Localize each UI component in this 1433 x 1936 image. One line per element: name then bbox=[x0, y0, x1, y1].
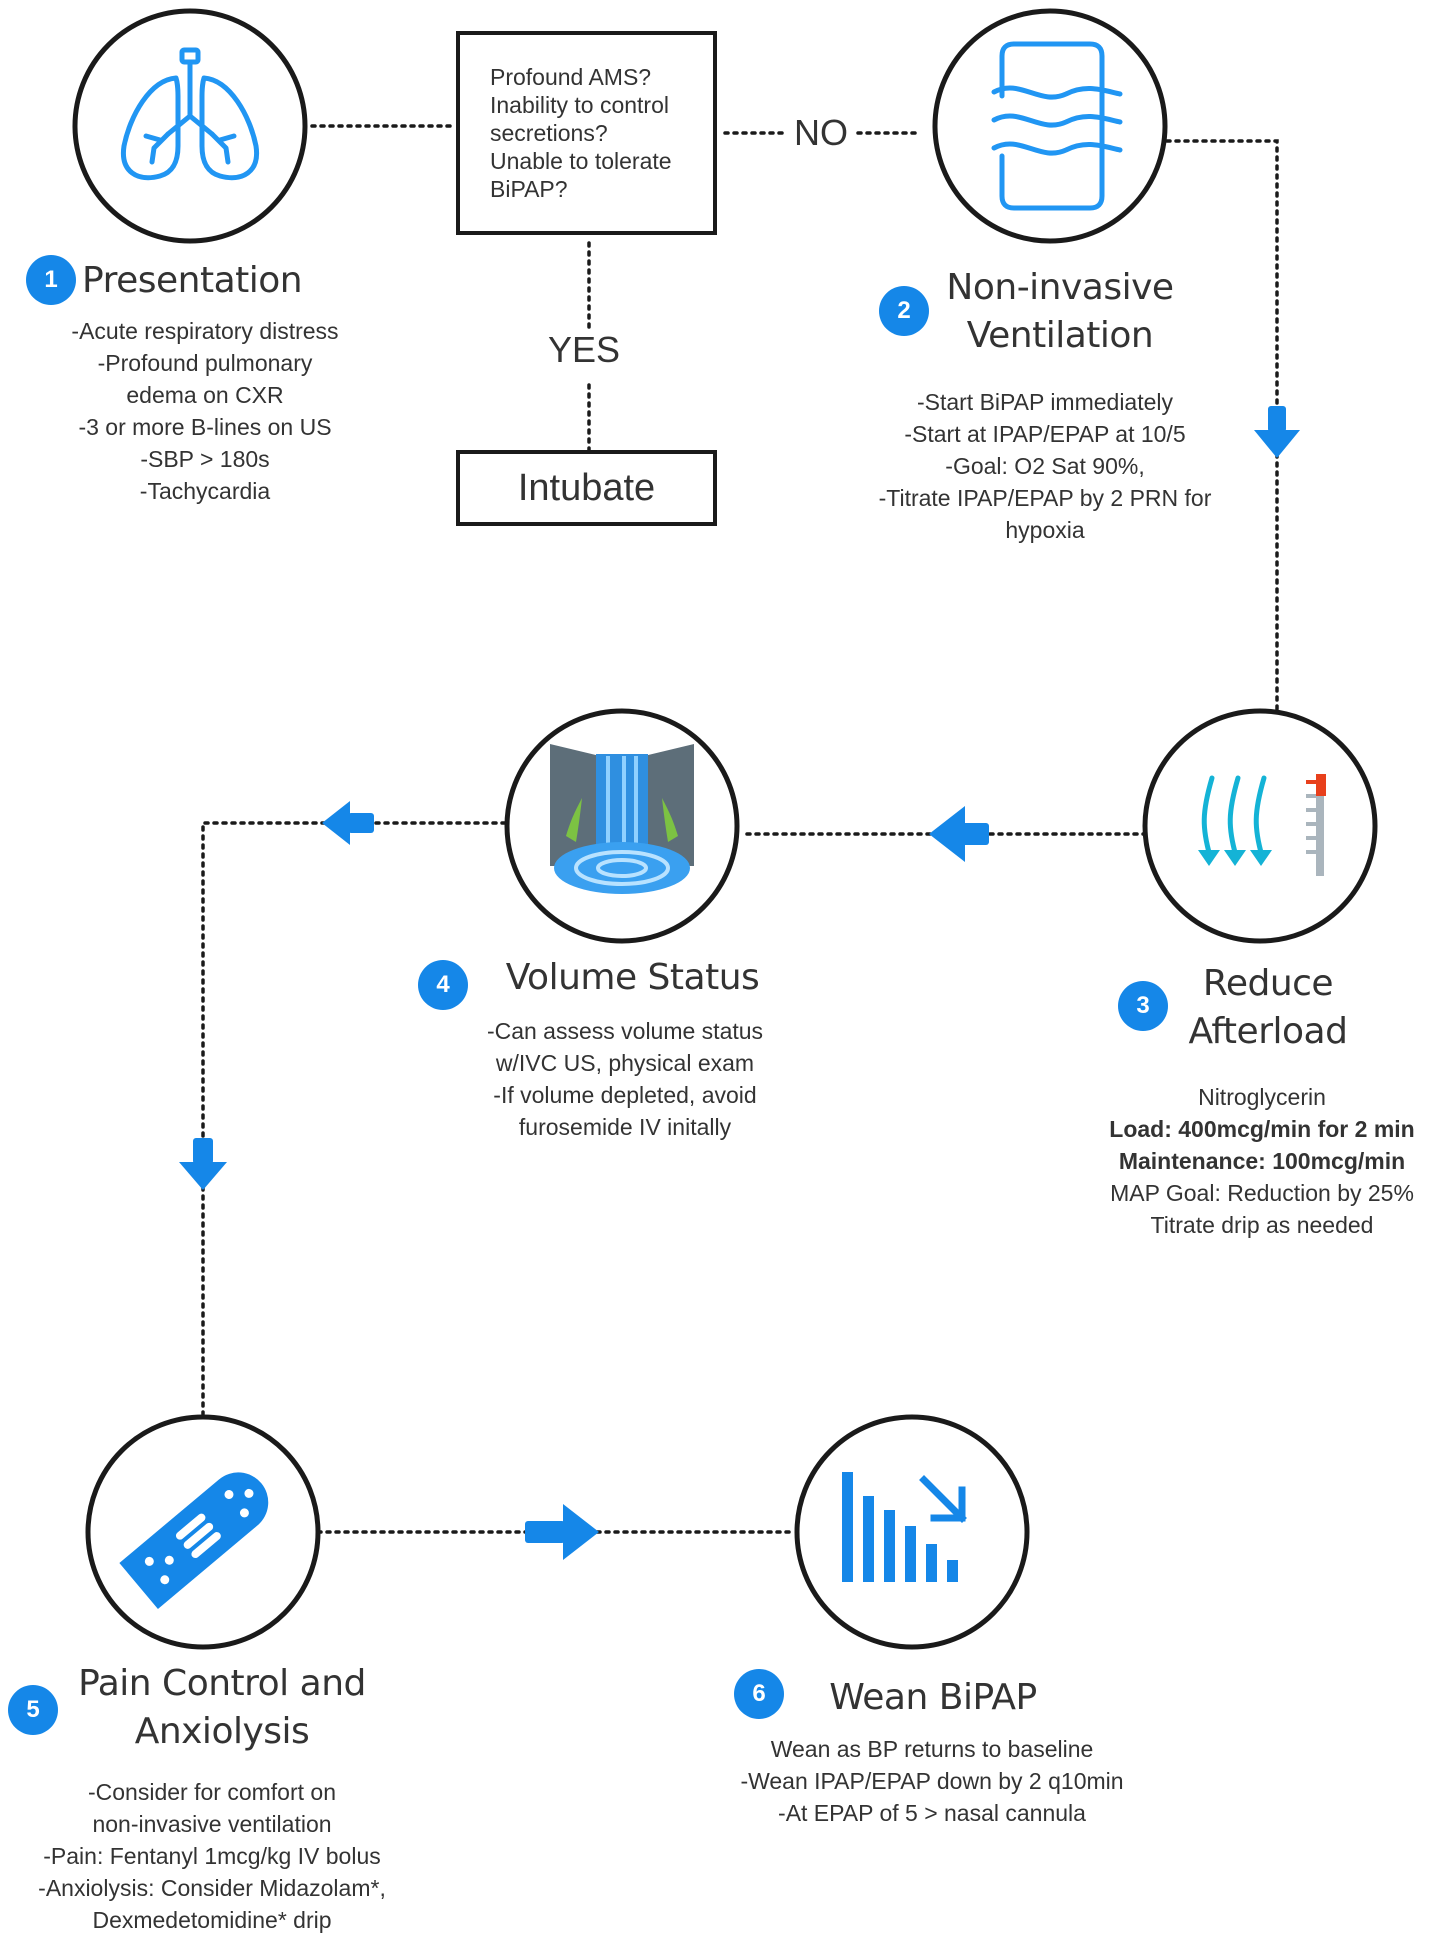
circle-presentation bbox=[72, 8, 308, 244]
step-body-niv: -Start BiPAP immediately -Start at IPAP/… bbox=[855, 386, 1235, 546]
decision-line: Inability to control bbox=[490, 92, 669, 118]
airflow-icon bbox=[991, 41, 1123, 211]
decision-line: BiPAP? bbox=[490, 176, 568, 202]
decision-line: Unable to tolerate bbox=[490, 148, 672, 174]
yes-label: YES bbox=[542, 330, 627, 370]
decision-box: Profound AMS? Inability to control secre… bbox=[456, 31, 717, 235]
body-line: -Can assess volume status bbox=[486, 1018, 764, 1044]
title-line: Non-invasive bbox=[946, 267, 1174, 308]
body-line: -Start at IPAP/EPAP at 10/5 bbox=[904, 421, 1186, 447]
decision-line: Profound AMS? bbox=[490, 64, 652, 90]
arrow-left-volume bbox=[322, 801, 374, 845]
body-line: hypoxia bbox=[1005, 517, 1085, 543]
lungs-icon bbox=[120, 47, 260, 181]
body-line: -Profound pulmonary bbox=[97, 350, 313, 376]
step-badge-5: 5 bbox=[8, 1685, 58, 1735]
step-badge-4: 4 bbox=[418, 960, 468, 1010]
body-line: -3 or more B-lines on US bbox=[78, 414, 332, 440]
intubate-box: Intubate bbox=[456, 450, 717, 526]
body-line: -Titrate IPAP/EPAP by 2 PRN for bbox=[878, 485, 1212, 511]
title-line: Volume Status bbox=[505, 957, 760, 998]
body-line-bold: Load: 400mcg/min for 2 min bbox=[1109, 1116, 1415, 1142]
body-line: -Wean IPAP/EPAP down by 2 q10min bbox=[740, 1768, 1124, 1794]
body-line: edema on CXR bbox=[126, 382, 284, 408]
step-badge-1: 1 bbox=[26, 255, 76, 305]
body-line: -Pain: Fentanyl 1mcg/kg IV bolus bbox=[43, 1843, 381, 1869]
body-line: furosemide IV initally bbox=[518, 1114, 732, 1140]
body-line: -At EPAP of 5 > nasal cannula bbox=[778, 1800, 1086, 1826]
title-line: Wean BiPAP bbox=[829, 1677, 1037, 1718]
body-line-bold: Maintenance: 100mcg/min bbox=[1118, 1148, 1406, 1174]
body-line: -SBP > 180s bbox=[140, 446, 270, 472]
body-line: MAP Goal: Reduction by 25% bbox=[1110, 1180, 1414, 1206]
decision-line: secretions? bbox=[490, 120, 608, 146]
body-line: -Tachycardia bbox=[139, 478, 271, 504]
step-title-niv: Non-invasive Ventilation bbox=[930, 264, 1190, 360]
step-body-pain: -Consider for comfort on non-invasive ve… bbox=[12, 1776, 412, 1936]
step-title-pain: Pain Control and Anxiolysis bbox=[72, 1660, 372, 1756]
step-body-presentation: -Acute respiratory distress -Profound pu… bbox=[40, 315, 370, 507]
body-line: -Acute respiratory distress bbox=[71, 318, 339, 344]
title-line: Pain Control and bbox=[78, 1663, 366, 1704]
body-line: Dexmedetomidine* drip bbox=[92, 1907, 332, 1933]
step-title-volume: Volume Status bbox=[500, 954, 765, 1002]
waterfall-icon bbox=[550, 744, 694, 894]
connector-volume-pain bbox=[201, 821, 507, 1416]
title-line: Ventilation bbox=[966, 315, 1154, 356]
step-body-volume: -Can assess volume status w/IVC US, phys… bbox=[460, 1015, 790, 1143]
body-line: -Start BiPAP immediately bbox=[916, 389, 1174, 415]
body-line: -If volume depleted, avoid bbox=[493, 1082, 757, 1108]
body-line: -Goal: O2 Sat 90%, bbox=[945, 453, 1145, 479]
body-line: Wean as BP returns to baseline bbox=[770, 1736, 1094, 1762]
circle-afterload bbox=[1142, 708, 1378, 944]
title-line: Presentation bbox=[82, 260, 303, 301]
flow-arrows bbox=[179, 406, 1300, 1560]
step-title-afterload: Reduce Afterload bbox=[1168, 960, 1368, 1056]
no-label: NO bbox=[788, 113, 854, 153]
title-line: Afterload bbox=[1188, 1011, 1348, 1052]
body-line: non-invasive ventilation bbox=[92, 1811, 332, 1837]
arrow-down-right-col bbox=[1254, 406, 1300, 458]
body-line: w/IVC US, physical exam bbox=[495, 1050, 755, 1076]
decreasing-bars-icon bbox=[842, 1472, 967, 1582]
step-badge-6: 6 bbox=[734, 1669, 784, 1719]
connector-niv-afterload bbox=[1165, 139, 1279, 714]
title-line: Anxiolysis bbox=[134, 1711, 310, 1752]
decision-question: Profound AMS? Inability to control secre… bbox=[460, 35, 713, 203]
title-line: Reduce bbox=[1202, 963, 1334, 1004]
body-line: Titrate drip as needed bbox=[1150, 1212, 1374, 1238]
body-line: -Consider for comfort on bbox=[88, 1779, 336, 1805]
body-line: -Anxiolysis: Consider Midazolam*, bbox=[38, 1875, 386, 1901]
step-badge-3: 3 bbox=[1118, 981, 1168, 1031]
body-line: Nitroglycerin bbox=[1198, 1084, 1326, 1110]
step-badge-2: 2 bbox=[879, 286, 929, 336]
bandage-icon bbox=[119, 1472, 269, 1609]
step-body-afterload: Nitroglycerin Load: 400mcg/min for 2 min… bbox=[1102, 1081, 1422, 1241]
arrow-down-left-col bbox=[179, 1138, 227, 1190]
pressure-drop-icon bbox=[1198, 774, 1326, 876]
step-body-wean: Wean as BP returns to baseline -Wean IPA… bbox=[722, 1733, 1142, 1829]
step-title-presentation: Presentation bbox=[82, 257, 303, 305]
arrow-right-pain bbox=[525, 1504, 599, 1560]
arrow-left-afterload bbox=[929, 806, 989, 862]
step-title-wean: Wean BiPAP bbox=[818, 1674, 1048, 1722]
